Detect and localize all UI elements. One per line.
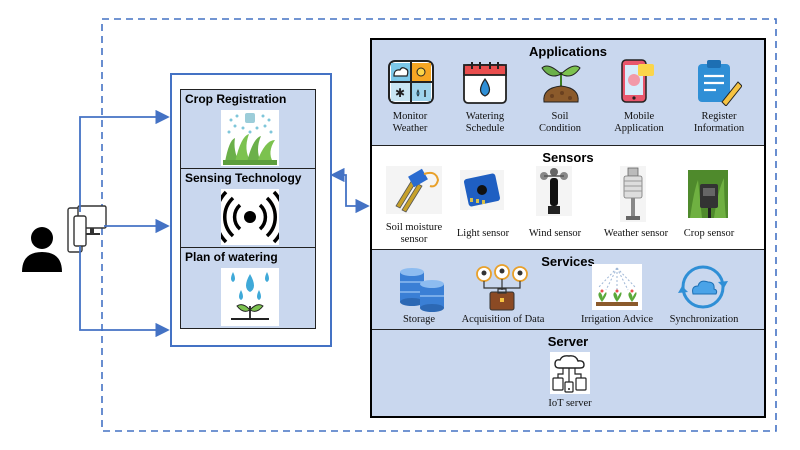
svg-text:✱: ✱ [395,86,405,100]
iot-server-icon [550,352,590,394]
service-storage-label: Storage [402,314,436,325]
sensor-soil-moisture: Soil moisture sensor [378,222,450,246]
sensor-crop: Crop sensor [678,228,740,240]
service-irrigation-advice-label: Irrigation Advice [580,314,654,325]
app-register-information: Register Information [684,111,754,135]
sensors-band: Sensors Soil moisture sensor Light senso… [372,146,764,250]
plan-of-watering-section: Plan of watering [180,247,316,329]
app-watering-schedule: Watering Schedule [452,111,518,135]
app-mobile-application: Mobile Application [606,111,672,135]
soil-moisture-sensor-icon [386,166,442,214]
system-architecture-panel: Applications ✱ Monitor Weather Watering [370,38,766,418]
database-icon [400,268,444,312]
crop-registration-section: Crop Registration [180,89,316,169]
data-acquisition-icon [476,264,528,311]
plan-of-watering-title: Plan of watering [185,250,278,264]
irrigation-icon [592,264,642,310]
service-acquisition-of-data-label: Acquisition of Data [461,314,545,325]
service-acquisition-of-data: Acquisition of Data [458,314,548,326]
anemometer-icon [536,166,572,216]
sensor-weather: Weather sensor [598,228,674,240]
service-synchronization: Synchronization [662,314,746,326]
applications-band: Applications ✱ Monitor Weather Watering [372,40,764,146]
server-iot-label: IoT server [548,398,592,409]
sprout-soil-icon [541,65,581,103]
calendar-drop-icon [463,62,507,104]
smartphone-icon [621,59,654,103]
app-monitor-weather-label: Monitor Weather [392,111,428,134]
sensor-weather-label: Weather sensor [603,228,669,239]
app-soil-condition-label: Soil Condition [538,111,581,134]
watering-plant-icon [221,268,279,326]
crop-sensor-icon [688,170,728,218]
service-irrigation-advice: Irrigation Advice [572,314,662,326]
sensor-wind: Wind sensor [524,228,586,240]
server-band: Server IoT server [372,330,764,416]
sensor-soil-moisture-label: Soil moisture sensor [385,222,443,245]
services-band: Services Storage Acquisition of [372,250,764,330]
app-soil-condition: Soil Condition [530,111,590,135]
applications-title: Applications [528,44,607,59]
sensor-wind-label: Wind sensor [528,228,582,239]
weather-grid-icon: ✱ [388,60,434,104]
server-title: Server [547,334,589,349]
weather-sensor-icon [620,166,646,222]
wireless-signal-icon [221,189,279,245]
server-iot: IoT server [536,398,604,410]
service-storage: Storage [388,314,450,326]
sensor-light: Light sensor [452,228,514,240]
crop-registration-title: Crop Registration [185,92,287,106]
app-register-information-label: Register Information [693,111,745,134]
sensor-crop-label: Crop sensor [683,228,735,239]
sensing-technology-section: Sensing Technology [180,168,316,248]
crop-irrigation-icon [221,110,279,166]
clipboard-pen-icon [698,60,742,106]
services-title: Services [541,254,595,269]
service-synchronization-label: Synchronization [669,314,739,325]
app-mobile-application-label: Mobile Application [614,111,664,134]
user-functions-panel: Crop Registration Sensing Technology [170,73,332,347]
sensor-light-label: Light sensor [456,228,510,239]
sensors-title: Sensors [542,150,594,165]
cloud-sync-icon [678,265,728,309]
light-sensor-icon [460,170,504,210]
sensing-technology-title: Sensing Technology [185,171,302,185]
app-monitor-weather: Monitor Weather [380,111,440,135]
app-watering-schedule-label: Watering Schedule [465,111,505,134]
